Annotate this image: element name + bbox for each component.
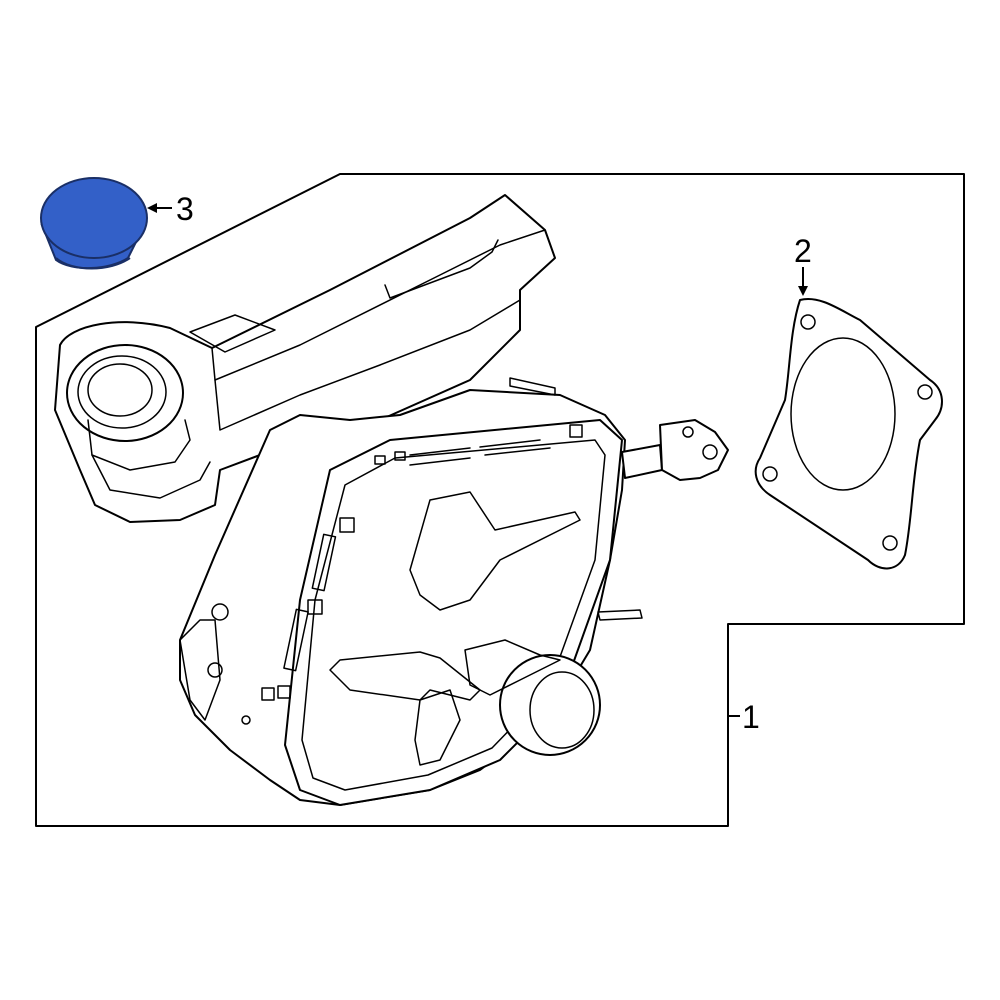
reservoir-cap-top bbox=[40, 177, 148, 259]
bolt-hole-3 bbox=[241, 715, 251, 725]
gasket-hole-left bbox=[762, 466, 778, 482]
callout-3-arrowhead bbox=[147, 203, 157, 213]
callout-3[interactable]: 3 bbox=[147, 191, 194, 227]
motor-end bbox=[529, 671, 595, 749]
clevis bbox=[659, 419, 729, 481]
module-casting-arm bbox=[329, 651, 481, 701]
assembly-boundary bbox=[35, 173, 965, 827]
connector-line-4 bbox=[484, 447, 551, 456]
callout-3-label: 3 bbox=[176, 191, 194, 227]
stud-upper bbox=[509, 377, 556, 396]
motor-body bbox=[499, 654, 601, 756]
side-connector-1 bbox=[311, 533, 337, 592]
filler-neck-base-lower bbox=[91, 454, 211, 499]
side-connector-4 bbox=[307, 599, 323, 615]
bolt-hole-2 bbox=[207, 662, 223, 678]
ecu-module-inner bbox=[301, 439, 606, 791]
motor-neck bbox=[464, 639, 561, 696]
side-connector-6 bbox=[277, 685, 291, 699]
reservoir-panel bbox=[189, 314, 276, 353]
gasket-outline bbox=[754, 298, 943, 570]
callout-2[interactable]: 2 bbox=[794, 233, 812, 296]
connector-a bbox=[374, 455, 386, 465]
reservoir-top-ridge bbox=[211, 229, 546, 381]
reservoir-body bbox=[54, 194, 556, 523]
gasket-hole-right bbox=[917, 384, 933, 400]
bolt-hole-1 bbox=[211, 603, 229, 621]
gasket-hole-top bbox=[800, 314, 816, 330]
connector-line-1 bbox=[409, 447, 471, 456]
pushrod bbox=[621, 444, 663, 479]
clevis-pin bbox=[682, 426, 694, 438]
connector-b bbox=[394, 451, 406, 461]
side-connector-5 bbox=[261, 687, 275, 701]
gasket[interactable] bbox=[754, 298, 943, 570]
left-housing-end bbox=[179, 619, 221, 721]
filler-neck-base bbox=[87, 419, 191, 471]
filler-neck-inner bbox=[87, 363, 153, 417]
module-casting-lower bbox=[414, 689, 461, 766]
stud-lower bbox=[597, 609, 643, 621]
reservoir-side-ridge bbox=[214, 299, 521, 431]
connector-line-3 bbox=[409, 457, 471, 466]
side-connector-2 bbox=[283, 608, 309, 672]
reservoir-cap-rim bbox=[55, 257, 131, 270]
reservoir-cap[interactable] bbox=[40, 177, 148, 270]
callout-1-label: 1 bbox=[742, 699, 760, 735]
gasket-hole-bottom bbox=[882, 535, 898, 551]
callout-2-label: 2 bbox=[794, 233, 812, 269]
connector-line-2 bbox=[479, 439, 541, 448]
filler-neck-mid bbox=[77, 355, 167, 429]
connector-c bbox=[569, 424, 583, 438]
module-casting-upper bbox=[409, 491, 581, 611]
reservoir-rib bbox=[384, 239, 499, 299]
module-connectors bbox=[374, 424, 583, 466]
callout-1[interactable]: 1 bbox=[728, 699, 760, 735]
brake-booster-assembly[interactable] bbox=[54, 194, 729, 806]
callout-2-arrowhead bbox=[798, 286, 808, 296]
gasket-center-hole bbox=[790, 337, 896, 491]
clevis-hole bbox=[702, 444, 718, 460]
side-connector-3 bbox=[339, 517, 355, 533]
